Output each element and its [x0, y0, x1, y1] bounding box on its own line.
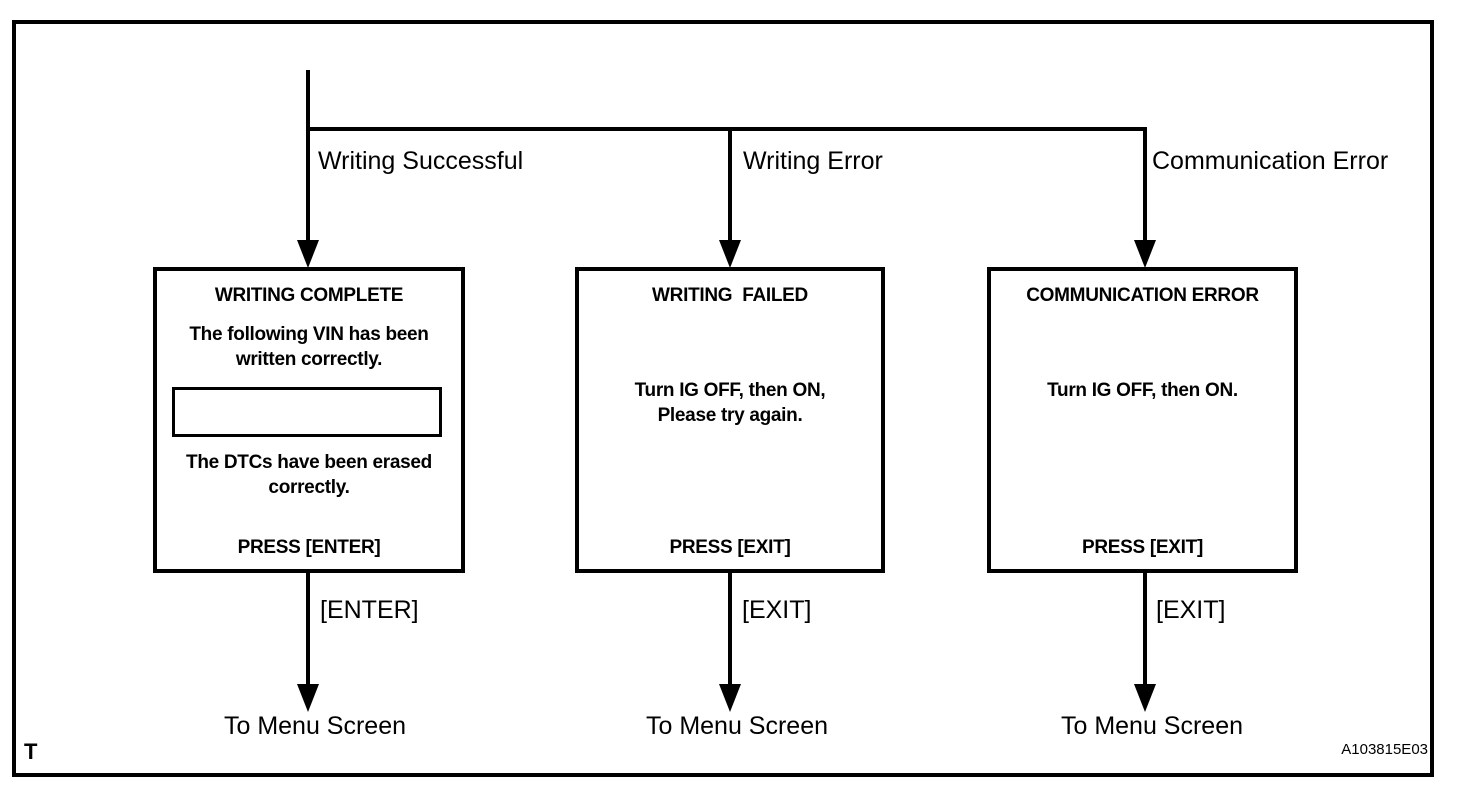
diagram-border: [12, 20, 1434, 777]
key-press-label: [EXIT]: [1156, 596, 1226, 624]
exit-line: [1143, 573, 1147, 685]
page-corner-mark: T: [24, 739, 38, 764]
branch-condition-label: Writing Error: [743, 147, 883, 175]
arrow-down-icon: [1134, 240, 1156, 268]
press-key-instruction: PRESS [EXIT]: [669, 537, 791, 558]
branch-condition-label: Writing Successful: [318, 147, 524, 175]
key-press-label: [EXIT]: [742, 596, 812, 624]
branch-condition-label: Communication Error: [1152, 147, 1389, 175]
screen-box-writing-complete: WRITING COMPLETE The following VIN has b…: [153, 267, 465, 573]
arrow-down-icon: [297, 240, 319, 268]
key-press-label: [ENTER]: [320, 596, 419, 624]
screen-title: COMMUNICATION ERROR: [1026, 285, 1259, 306]
press-key-instruction: PRESS [EXIT]: [1082, 537, 1203, 558]
screen-body-text: The DTCs have been erased correctly.: [186, 452, 432, 498]
vin-value-field: [172, 387, 442, 437]
screen-box-communication-error: COMMUNICATION ERROR Turn IG OFF, then ON…: [987, 267, 1298, 573]
arrow-down-icon: [719, 684, 741, 712]
screen-body-text: Turn IG OFF, then ON.: [1047, 380, 1238, 401]
arrow-down-icon: [297, 684, 319, 712]
exit-line: [728, 573, 732, 685]
screen-body-text: The following VIN has been written corre…: [189, 324, 429, 370]
branch-2-line: [728, 127, 732, 243]
arrow-down-icon: [1134, 684, 1156, 712]
destination-label: To Menu Screen: [223, 712, 407, 740]
destination-label: To Menu Screen: [1060, 712, 1244, 740]
trunk-line: [306, 70, 310, 243]
screen-title: WRITING COMPLETE: [214, 285, 404, 306]
branch-3-line: [1143, 127, 1147, 243]
destination-label: To Menu Screen: [645, 712, 829, 740]
arrow-down-icon: [719, 240, 741, 268]
press-key-instruction: PRESS [ENTER]: [237, 537, 381, 558]
figure-code: A103815E03: [1341, 741, 1428, 758]
screen-title: WRITING FAILED: [652, 285, 808, 306]
exit-line: [306, 573, 310, 685]
distribution-line: [306, 127, 1147, 131]
screen-body-text: Turn IG OFF, then ON, Please try again.: [634, 380, 826, 426]
screen-box-writing-failed: WRITING FAILED Turn IG OFF, then ON, Ple…: [575, 267, 885, 573]
